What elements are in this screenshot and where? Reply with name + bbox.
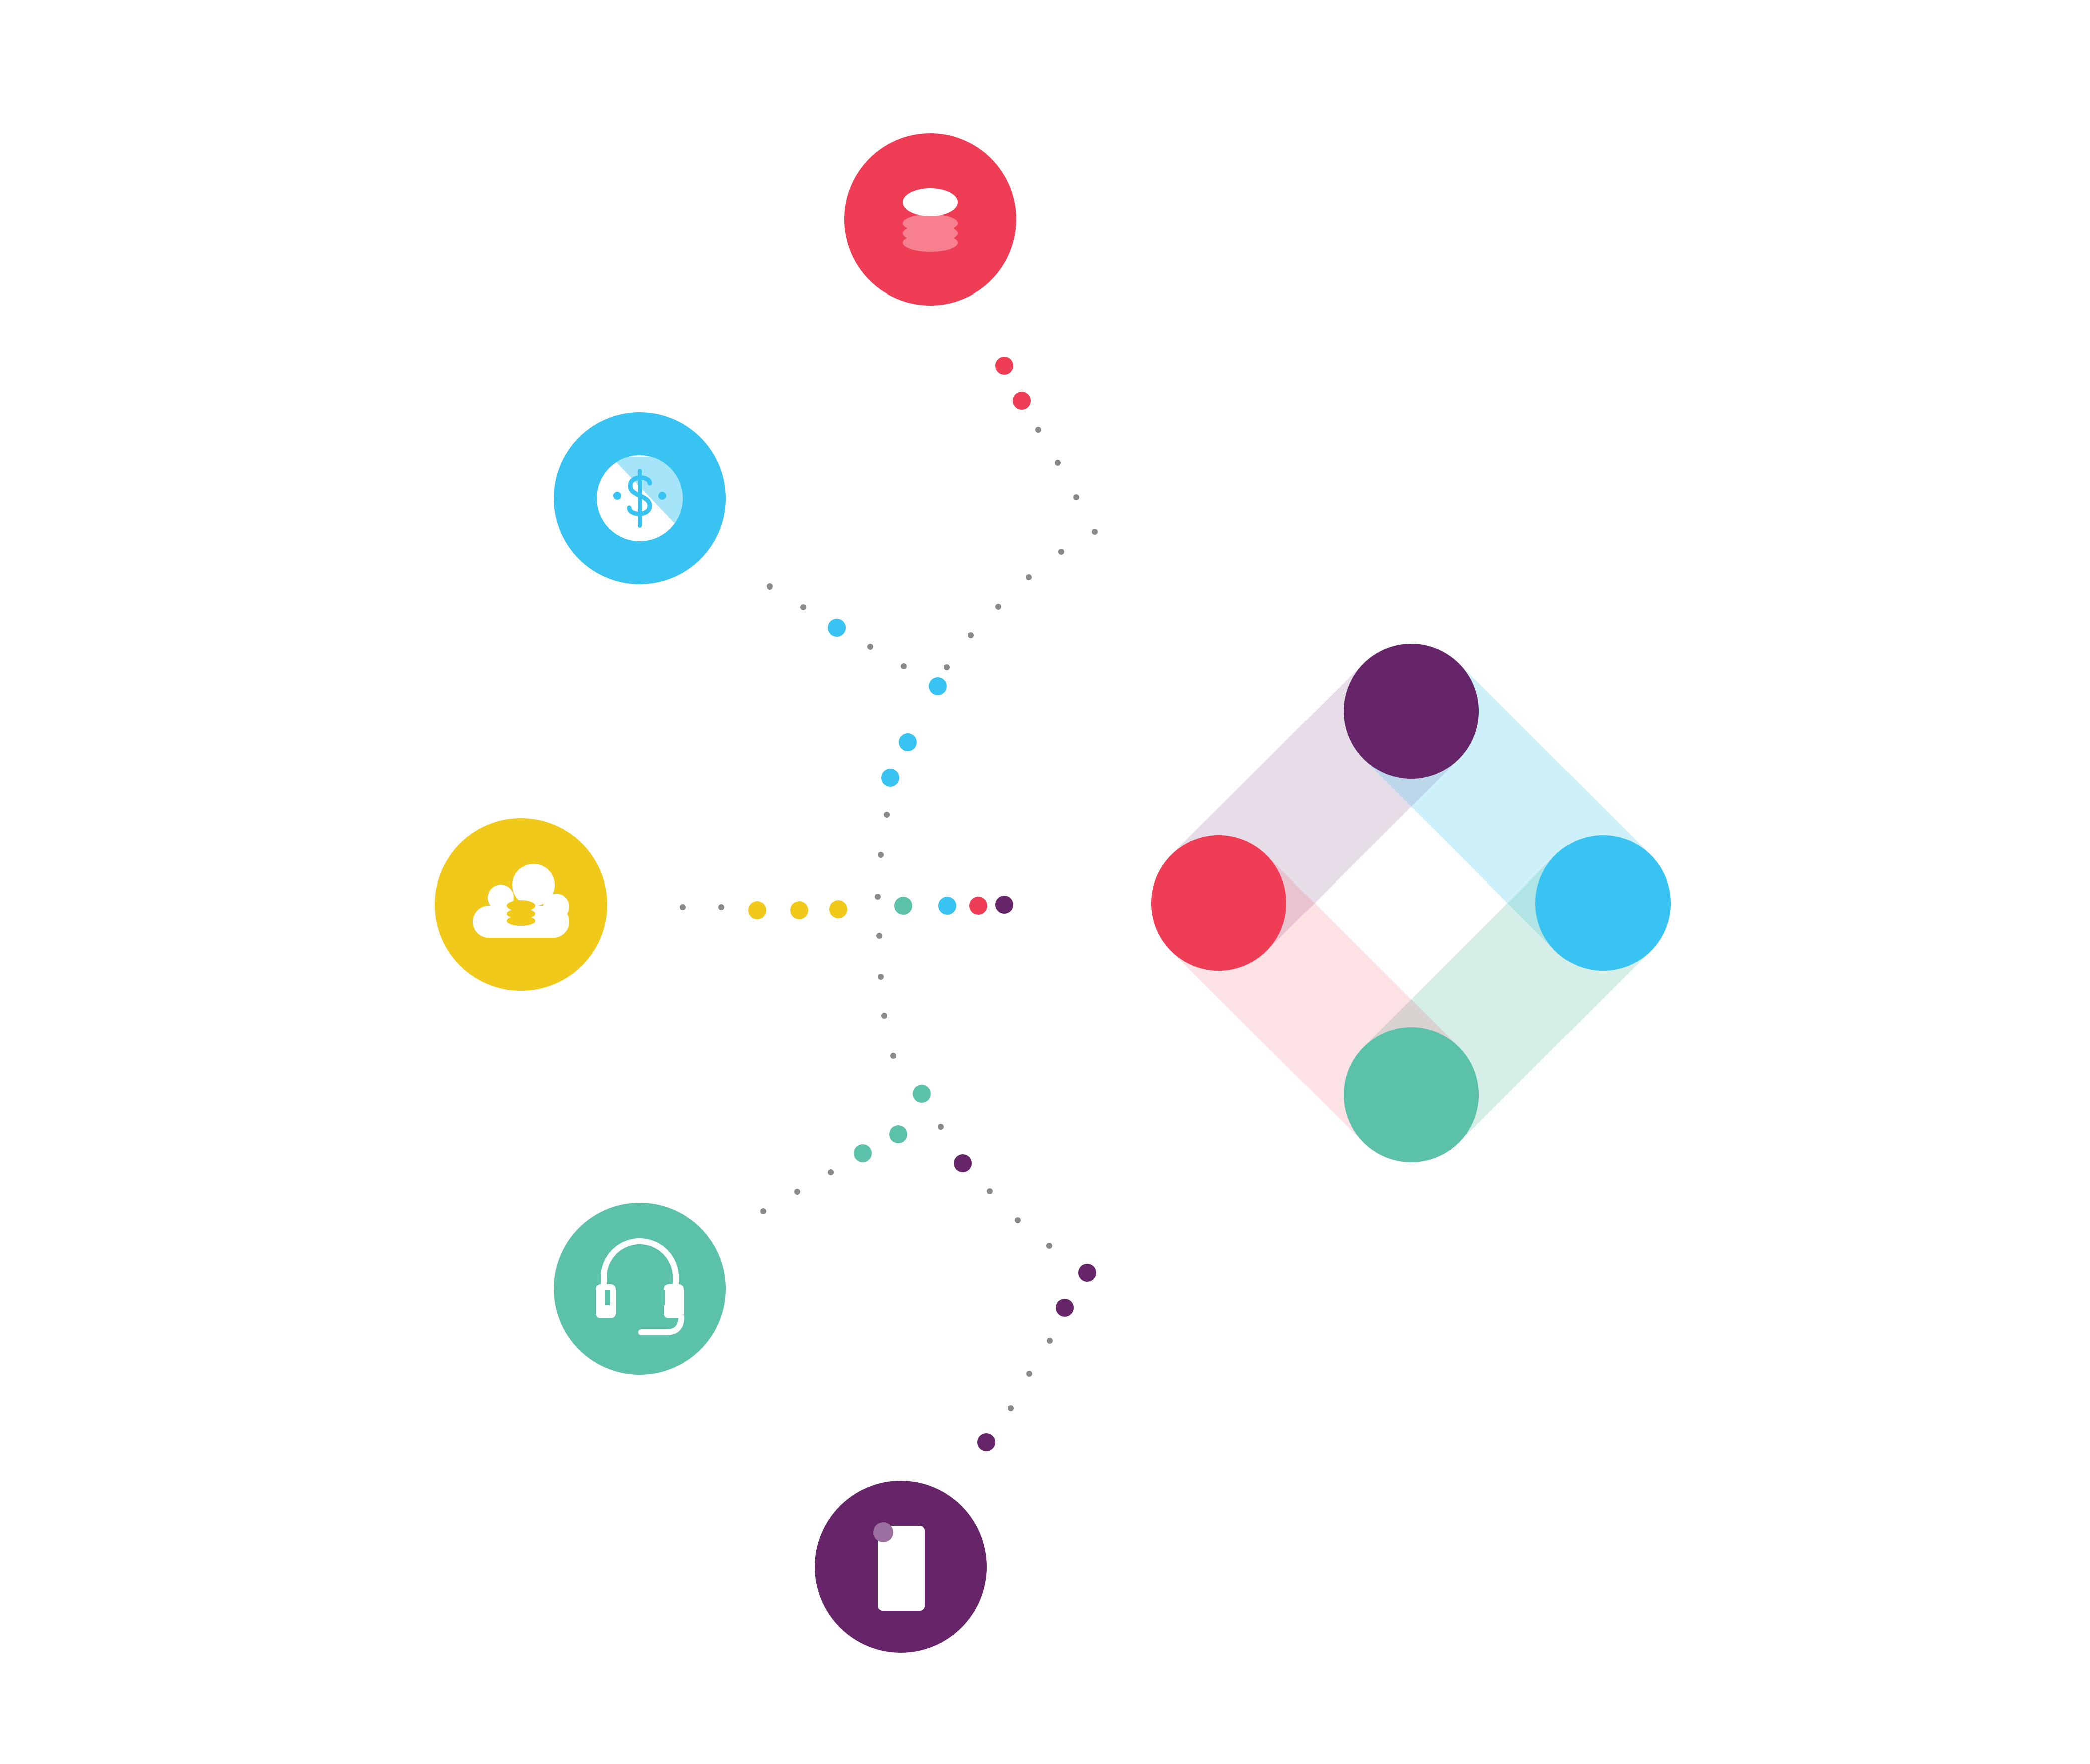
- connector-dot-48: [1056, 1299, 1074, 1317]
- connector-dot-26: [829, 900, 847, 918]
- connector-dot-4: [1055, 460, 1061, 466]
- connector-dot-14: [828, 619, 846, 637]
- cloud-database-icon: [473, 864, 569, 938]
- connector-dot-13: [800, 604, 806, 610]
- connector-dot-25: [790, 901, 808, 919]
- connector-dot-12: [767, 583, 773, 590]
- connector-dot-17: [929, 677, 947, 695]
- connector-dot-31: [995, 896, 1013, 914]
- connector-dot-41: [794, 1189, 800, 1195]
- hub-circle-red: [1151, 835, 1286, 971]
- hub-logo: [1151, 644, 1671, 1162]
- connector-dot-52: [977, 1433, 995, 1451]
- connector-dot-42: [760, 1208, 766, 1214]
- coin-stack-node: [844, 133, 1016, 306]
- connector-dot-49: [1047, 1338, 1053, 1344]
- connector-dot-11: [944, 664, 950, 670]
- connector-dot-1: [995, 357, 1013, 375]
- connector-dot-45: [1015, 1217, 1021, 1223]
- hub-circle-blue: [1535, 835, 1671, 971]
- connector-dot-40: [828, 1169, 834, 1175]
- connector-dots: [680, 357, 1098, 1451]
- connector-dot-51: [1008, 1405, 1014, 1411]
- connector-dot-50: [1026, 1371, 1032, 1377]
- headset-icon: [596, 1238, 684, 1335]
- connector-dot-38: [889, 1125, 907, 1143]
- connector-dot-7: [1058, 549, 1064, 555]
- connector-dot-37: [938, 1124, 944, 1130]
- connector-dot-9: [995, 604, 1001, 610]
- connector-dot-19: [881, 769, 899, 787]
- connector-dot-23: [718, 904, 724, 910]
- connector-dot-15: [867, 644, 873, 650]
- connector-dot-2: [1013, 392, 1031, 410]
- connector-dot-47: [1078, 1264, 1096, 1282]
- coin-stack-icon: [903, 188, 958, 252]
- mobile-node: [815, 1481, 987, 1653]
- connector-dot-21: [878, 852, 884, 858]
- connector-dot-44: [987, 1188, 993, 1194]
- connector-dot-6: [1092, 529, 1098, 535]
- connector-dot-46: [1046, 1243, 1052, 1249]
- cloud-data-node: [435, 818, 607, 991]
- connector-dot-18: [899, 733, 917, 751]
- connector-dot-10: [968, 632, 974, 638]
- connector-dot-16: [901, 663, 907, 669]
- connector-dot-22: [680, 904, 686, 910]
- connector-dot-43: [954, 1154, 972, 1172]
- connector-dot-32: [876, 933, 882, 939]
- dollar-icon: [597, 455, 683, 541]
- hub-circle-green: [1344, 1027, 1479, 1162]
- connector-dot-20: [884, 812, 890, 818]
- connector-dot-29: [938, 897, 956, 915]
- mobile-phone-icon: [873, 1522, 925, 1611]
- connector-dot-39: [854, 1144, 872, 1162]
- connector-dot-28: [894, 897, 912, 915]
- connector-dot-3: [1035, 427, 1041, 433]
- hub-circle-purple: [1344, 644, 1479, 779]
- dollar-node: [554, 412, 726, 584]
- connector-dot-27: [875, 894, 881, 900]
- connector-dot-24: [748, 901, 766, 919]
- connector-dot-34: [881, 1013, 887, 1019]
- connector-dot-35: [890, 1053, 896, 1059]
- connector-dot-30: [969, 897, 987, 915]
- connector-dot-5: [1073, 494, 1079, 500]
- headset-node: [554, 1203, 726, 1375]
- connector-dot-33: [878, 974, 884, 980]
- connector-dot-8: [1026, 574, 1032, 580]
- connector-dot-36: [913, 1085, 931, 1103]
